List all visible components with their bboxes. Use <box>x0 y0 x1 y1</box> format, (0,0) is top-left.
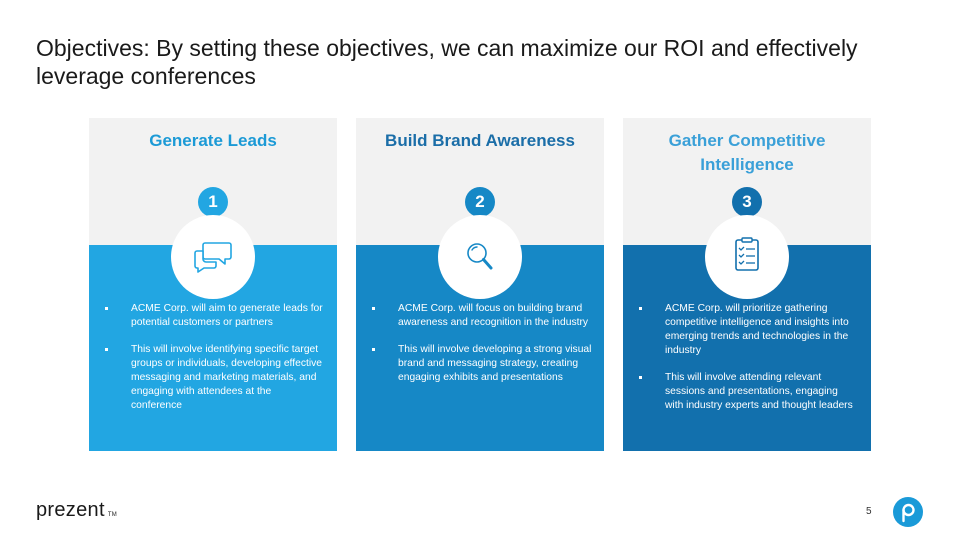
chat-bubbles-icon <box>194 242 232 273</box>
bullet-item: ACME Corp. will prioritize gathering com… <box>623 302 871 358</box>
icon-circle <box>705 215 789 299</box>
card-heading: Gather Competitive Intelligence <box>668 131 826 174</box>
bullet-list: ACME Corp. will aim to generate leads fo… <box>89 302 337 426</box>
bullet-item: This will involve identifying specific t… <box>89 343 337 413</box>
bullet-item: This will involve developing a strong vi… <box>356 343 604 385</box>
logo-trademark: TM <box>107 512 118 518</box>
card-heading: Generate Leads <box>149 131 277 150</box>
number-badge: 1 <box>198 187 228 217</box>
objective-card-build-brand-awareness: Build Brand Awareness 2 ACME Corp. will … <box>356 118 604 451</box>
icon-circle <box>438 215 522 299</box>
bullet-item: ACME Corp. will aim to generate leads fo… <box>89 302 337 330</box>
number-badge: 3 <box>732 187 762 217</box>
bullet-item: This will involve attending relevant ses… <box>623 371 871 413</box>
number-badge: 2 <box>465 187 495 217</box>
page-number: 5 <box>866 506 872 517</box>
brand-badge <box>893 497 923 527</box>
prezent-p-icon <box>902 503 915 523</box>
bullet-list: ACME Corp. will prioritize gathering com… <box>623 302 871 426</box>
checklist-icon <box>735 237 759 271</box>
bullet-list: ACME Corp. will focus on building brand … <box>356 302 604 398</box>
objective-card-generate-leads: Generate Leads 1 ACME Corp. will aim to … <box>89 118 337 451</box>
objective-card-gather-competitive-intelligence: Gather Competitive Intelligence 3 ACME C… <box>623 118 871 451</box>
card-heading: Build Brand Awareness <box>385 131 575 150</box>
icon-circle <box>171 215 255 299</box>
slide-title: Objectives: By setting these objectives,… <box>36 35 858 89</box>
magnifier-icon <box>467 243 493 270</box>
bullet-item: ACME Corp. will focus on building brand … <box>356 302 604 330</box>
logo-wordmark: prezent <box>36 499 105 521</box>
